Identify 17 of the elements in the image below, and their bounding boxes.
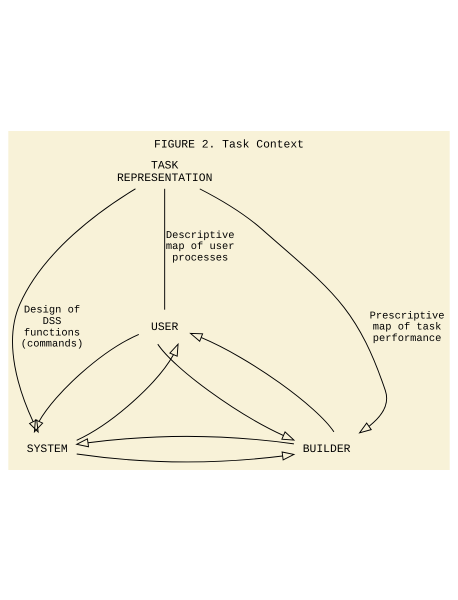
edge-label: Prescriptive map of task performance bbox=[370, 310, 445, 345]
node-text: USER bbox=[151, 321, 178, 334]
connector bbox=[164, 188, 166, 310]
arrow bbox=[76, 450, 296, 462]
edge-label: Design of DSS functions (commands) bbox=[20, 304, 84, 350]
arrow bbox=[34, 333, 140, 433]
arrow bbox=[12, 188, 136, 433]
arrow bbox=[199, 188, 388, 434]
arrow bbox=[157, 343, 296, 440]
arrow bbox=[76, 342, 179, 440]
diagram-title: FIGURE 2. Task Context bbox=[154, 139, 304, 152]
arrow bbox=[75, 435, 294, 447]
node-text: SYSTEM bbox=[26, 444, 68, 456]
edge-label: Descriptive map of user processes bbox=[166, 229, 235, 264]
node-text: TASK REPRESENTATION bbox=[116, 160, 212, 184]
arrow bbox=[189, 332, 334, 432]
node-text: BUILDER bbox=[302, 444, 350, 456]
